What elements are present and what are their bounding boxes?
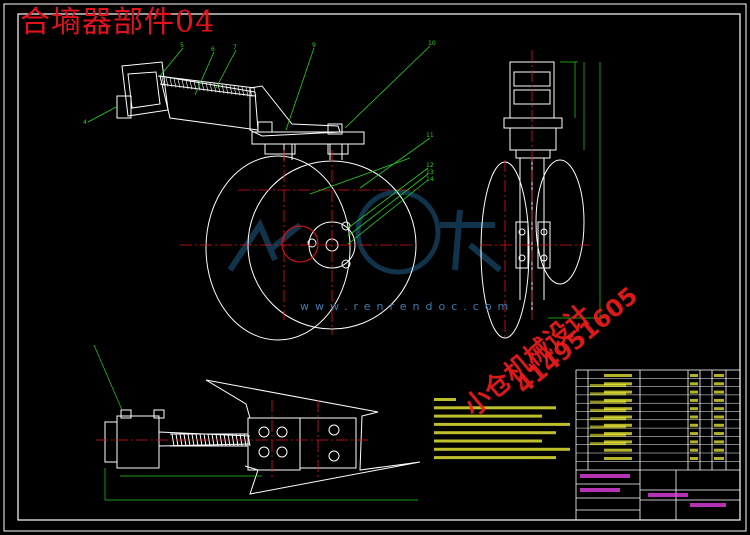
outer-frame: [3, 3, 747, 532]
mount-plate: [251, 131, 365, 145]
parts-list-mark: [590, 425, 626, 429]
table-cell-mark: [604, 382, 632, 386]
table-cell-mark: [714, 407, 724, 411]
table-cell-mark: [604, 374, 632, 377]
table-cell-mark: [690, 390, 698, 394]
plan-plate: [247, 417, 301, 471]
table-cell-mark: [604, 448, 632, 452]
table-cell-mark: [714, 398, 724, 402]
title-block-entries: [580, 374, 726, 507]
table-cell-mark: [604, 423, 632, 427]
table-cell-mark: [714, 440, 724, 444]
leader-lines: [87, 45, 431, 245]
technical-note-line: [434, 414, 542, 418]
technical-note-line: [434, 422, 570, 426]
balloon-labels: 4 5 6 7 9 10 11 12 13 14: [83, 40, 436, 183]
title-block-mark: [648, 493, 688, 497]
plan-blade: [205, 379, 421, 495]
side-disc-right: [535, 159, 585, 285]
table-cell-mark: [604, 440, 632, 444]
clamp-bolt-block: [116, 95, 132, 119]
balloon-13: 13: [426, 169, 434, 176]
balloon-7: 7: [233, 44, 237, 51]
logo-watermark: [227, 189, 502, 275]
parts-list-mark: [590, 400, 626, 404]
table-cell-mark: [714, 432, 724, 436]
technical-note-line: [434, 456, 556, 460]
plan-clamp: [116, 415, 160, 469]
title-block-mark: [580, 474, 630, 478]
rear-disc: [205, 155, 351, 341]
parts-list-mark: [590, 408, 626, 412]
balloon-14: 14: [426, 176, 434, 183]
balloon-12: 12: [426, 162, 434, 169]
table-cell-mark: [690, 448, 698, 452]
parts-list-left: [434, 384, 626, 460]
technical-note-line: [434, 431, 556, 435]
title-block-mark: [690, 503, 726, 507]
balloon-11: 11: [426, 132, 434, 139]
table-cell-mark: [604, 398, 632, 402]
parts-list-mark: [590, 442, 626, 446]
table-cell-mark: [714, 374, 724, 377]
table-cell-mark: [690, 440, 698, 444]
technical-note-line: [434, 447, 570, 451]
table-cell-mark: [714, 448, 724, 452]
plan-centerlines: [96, 400, 370, 478]
site-url: www.renrendoc.com: [300, 300, 515, 313]
side-centerlines: [480, 50, 590, 340]
table-cell-mark: [690, 382, 698, 386]
parts-list-mark: [590, 433, 626, 437]
front-centerlines: [180, 150, 420, 335]
table-cell-mark: [714, 390, 724, 394]
parts-list-mark: [590, 417, 626, 421]
balloon-6: 6: [211, 46, 215, 53]
drawing-title: 合墒器部件04: [20, 5, 216, 40]
balloon-9: 9: [312, 42, 316, 49]
table-cell-mark: [714, 423, 724, 427]
vertical-support: [249, 85, 341, 137]
technical-note-line: [434, 439, 542, 443]
technical-note-line: [434, 406, 556, 410]
balloon-4: 4: [83, 119, 87, 126]
balloon-10: 10: [428, 40, 436, 47]
spring-coils: [161, 76, 257, 98]
table-cell-mark: [604, 415, 632, 419]
balloon-5: 5: [180, 42, 184, 49]
table-cell-mark: [714, 415, 724, 419]
table-cell-mark: [690, 374, 698, 377]
table-cell-mark: [604, 390, 632, 394]
side-view: [480, 61, 585, 339]
plan-view: [104, 379, 421, 495]
plan-dimensions: [93, 344, 418, 501]
table-cell-mark: [604, 457, 632, 460]
parts-list-mark: [590, 384, 626, 387]
table-cell-mark: [714, 382, 724, 386]
clamp-bracket: [121, 61, 169, 117]
title-block-mark: [580, 488, 620, 492]
table-cell-mark: [690, 457, 698, 460]
table-cell-mark: [690, 415, 698, 419]
support-arm: [159, 75, 259, 131]
technical-note-line: [434, 398, 456, 401]
table-cell-mark: [690, 398, 698, 402]
table-cell-mark: [604, 407, 632, 411]
table-cell-mark: [690, 407, 698, 411]
table-cell-mark: [604, 432, 632, 436]
parts-list-mark: [590, 392, 626, 396]
side-dimensions: [548, 61, 604, 319]
table-cell-mark: [714, 457, 724, 460]
table-cell-mark: [690, 423, 698, 427]
table-cell-mark: [690, 432, 698, 436]
inner-frame: [17, 13, 741, 521]
